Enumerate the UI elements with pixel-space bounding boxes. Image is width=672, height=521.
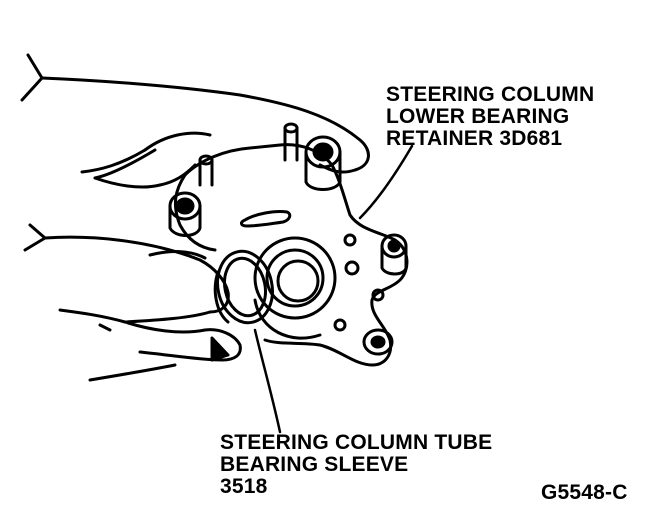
label-retainer-line-1: STEERING COLUMN (386, 83, 595, 106)
upper-hand (20, 53, 370, 189)
label-sleeve-line-3: 3518 (220, 475, 268, 498)
label-retainer-line-2: LOWER BEARING (386, 105, 570, 128)
bearing-sleeve (213, 249, 274, 325)
label-tube-bearing-sleeve: STEERING COLUMN TUBE BEARING SLEEVE 3518 (220, 432, 492, 498)
leader-sleeve (253, 328, 282, 434)
label-sleeve-line-1: STEERING COLUMN TUBE (220, 431, 493, 454)
label-lower-bearing-retainer: STEERING COLUMN LOWER BEARING RETAINER 3… (386, 84, 594, 150)
label-retainer-line-3: RETAINER 3D681 (386, 127, 563, 150)
label-sleeve-line-2: BEARING SLEEVE (220, 453, 409, 476)
figure-id: G5548-C (541, 481, 628, 504)
lower-hand (23, 223, 242, 382)
leader-retainer (358, 144, 414, 220)
bearing-retainer (168, 122, 409, 367)
